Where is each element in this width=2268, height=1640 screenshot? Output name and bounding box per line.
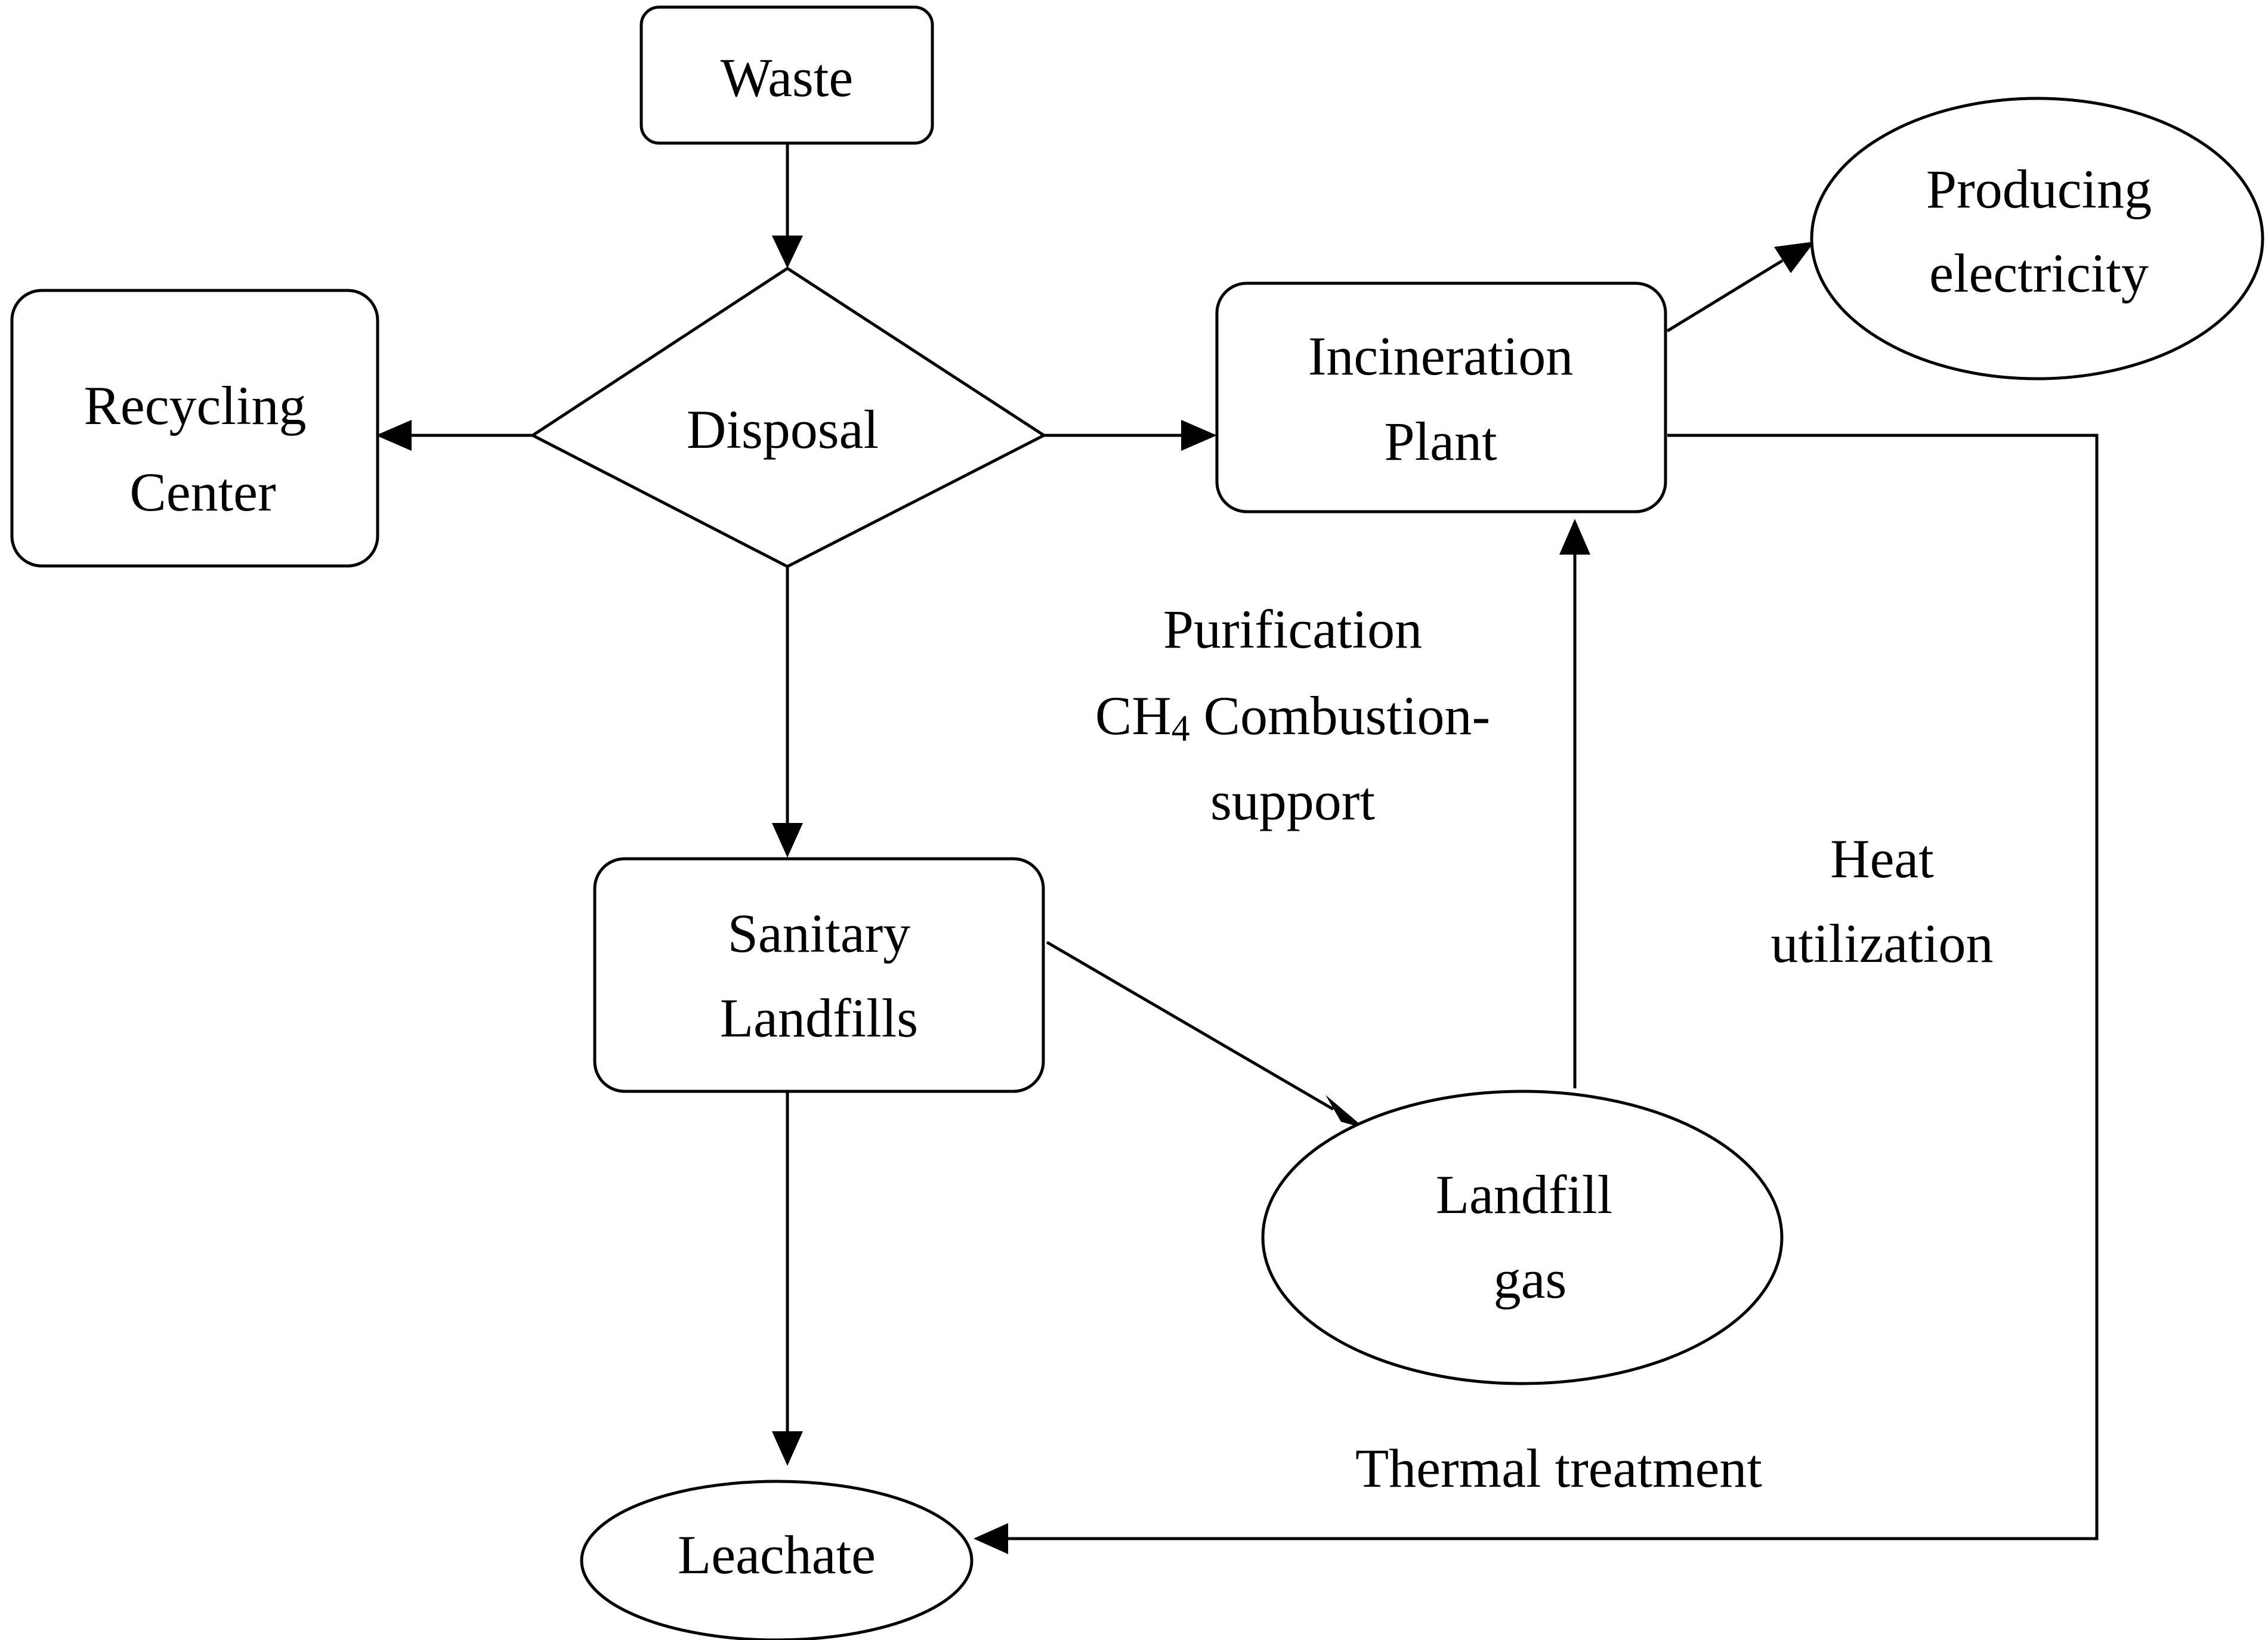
node-landfill-gas: Landfill gas	[1261, 1090, 1784, 1385]
incineration-label-line2: Plant	[1384, 411, 1497, 472]
edge-incineration-to-electricity	[1666, 259, 1784, 333]
label-heat-utilization: Heat utilization	[1770, 828, 1993, 974]
leachate-ellipse	[580, 1480, 974, 1640]
sanitary-landfills-box	[593, 857, 1045, 1093]
node-waste: Waste	[639, 5, 934, 145]
arrowhead-incineration-gas	[1559, 519, 1590, 555]
node-incineration-plant: Incineration Plant	[1215, 281, 1667, 513]
purification-line3: support	[1210, 771, 1375, 831]
ch4-formula: CH	[1095, 685, 1172, 746]
sanitary-label-line1: Sanitary	[728, 903, 911, 964]
electricity-label-line1: Producing	[1926, 159, 2152, 219]
edge-incineration-to-leachate	[1008, 434, 2099, 1540]
disposal-diamond	[530, 267, 1047, 568]
arrowhead-incineration	[1181, 420, 1217, 451]
recycling-center-box	[10, 289, 379, 568]
waste-label: Waste	[721, 47, 854, 108]
recycling-label-line1: Recycling	[84, 375, 307, 436]
electricity-label-line2: electricity	[1929, 243, 2149, 304]
node-sanitary-landfills: Sanitary Landfills	[593, 857, 1045, 1093]
node-recycling-center: Recycling Center	[10, 289, 379, 568]
purification-line2: CH4 Combustion-	[1095, 685, 1490, 749]
edge-sanitary-to-landfill-gas	[1046, 940, 1334, 1111]
node-producing-electricity: Producing electricity	[1810, 97, 2264, 380]
node-leachate: Leachate	[580, 1480, 974, 1640]
landfill-gas-ellipse	[1261, 1090, 1784, 1385]
waste-box	[639, 5, 934, 145]
arrowhead-leachate	[772, 1431, 803, 1466]
arrowhead-recycling	[376, 420, 412, 451]
arrowhead-sanitary	[772, 823, 803, 858]
ch4-subscript: 4	[1172, 708, 1190, 749]
heat-line2: utilization	[1770, 913, 1993, 974]
arrowhead-leachate-thermal	[974, 1523, 1008, 1554]
node-disposal: Disposal	[530, 267, 1047, 568]
combustion-text: Combustion-	[1190, 685, 1490, 746]
purification-line1: Purification	[1163, 599, 1422, 660]
arrowhead-disposal	[772, 236, 803, 268]
label-purification: Purification CH4 Combustion- support	[1095, 599, 1490, 831]
landfill-gas-label-line1: Landfill	[1436, 1164, 1612, 1225]
thermal-treatment-text: Thermal treatment	[1355, 1438, 1762, 1499]
heat-line1: Heat	[1830, 828, 1934, 889]
landfill-gas-label-line2: gas	[1494, 1249, 1567, 1310]
leachate-label: Leachate	[678, 1524, 876, 1585]
edges	[376, 143, 2099, 1554]
arrowhead-electricity	[1774, 242, 1815, 273]
recycling-label-line2: Center	[129, 462, 276, 522]
incineration-plant-box	[1215, 281, 1667, 513]
producing-electricity-ellipse	[1810, 97, 2264, 380]
label-thermal-treatment: Thermal treatment	[1355, 1438, 1762, 1499]
arrowhead-landfill-gas	[1325, 1095, 1365, 1128]
sanitary-label-line2: Landfills	[720, 988, 918, 1048]
incineration-label-line1: Incineration	[1308, 326, 1573, 386]
disposal-label: Disposal	[687, 399, 879, 460]
